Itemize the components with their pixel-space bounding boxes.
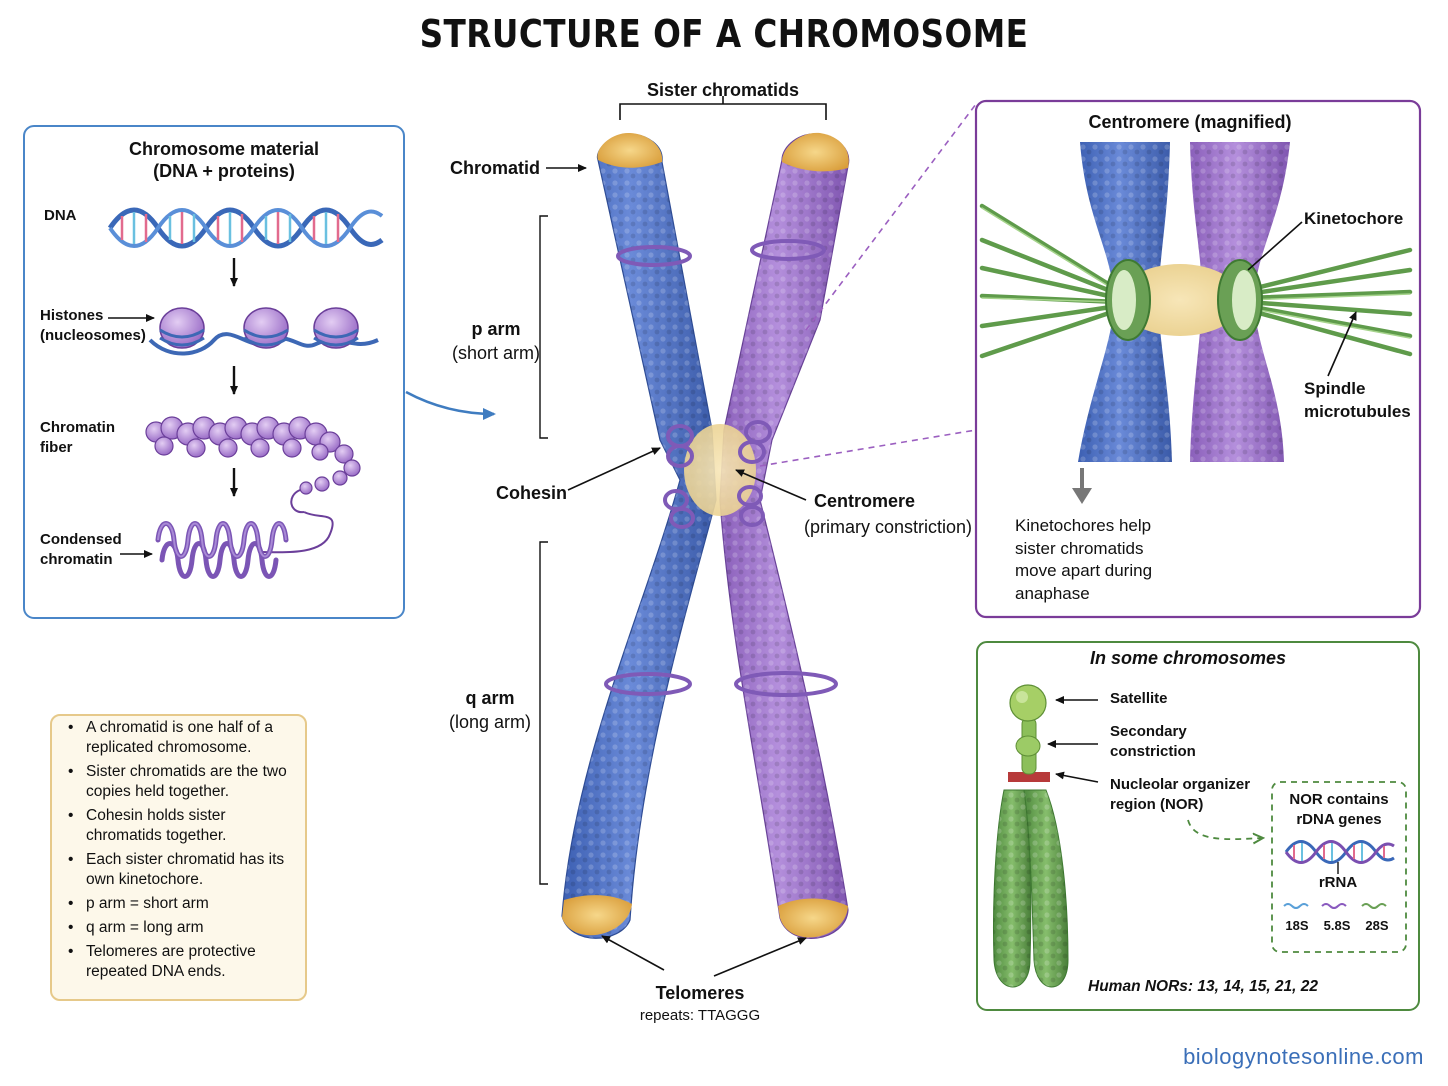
chromatid-label: Chromatid (450, 158, 540, 178)
rrna-28s-label: 28S (1365, 918, 1389, 933)
chromatin-fiber-label: Chromatin fiber (40, 419, 115, 456)
rrna-label: rRNA (1318, 874, 1358, 891)
blue-pointer-arrow (405, 390, 496, 420)
p-arm-sublabel: (short arm) (451, 343, 540, 363)
kinetochore-note: Kinetochores help sister chromatids move… (1015, 516, 1153, 603)
chromatin-fiber-icon (145, 416, 361, 514)
fact-item: Telomeres are protective repeated DNA en… (52, 942, 304, 982)
left-panel-frame (23, 125, 405, 619)
rrna-wave-icons (1283, 903, 1387, 909)
q-arm-label: q arm (465, 688, 515, 708)
centromere-label: Centromere (814, 491, 916, 511)
telomeres-label: Telomeres (655, 983, 745, 1003)
telomere-caps (562, 132, 849, 938)
dna-helix-icon (107, 207, 384, 249)
fact-item: A chromatid is one half of a replicated … (52, 718, 304, 758)
fact-item: Each sister chromatid has its own kineto… (52, 850, 304, 890)
condensed-chromatin-label: Condensed chromatin (40, 531, 122, 568)
kinetochore-label: Kinetochore (1304, 209, 1404, 228)
nor-label: Nucleolar organizer region (NOR) (1110, 776, 1251, 813)
rrna-18s-label: 18S (1285, 918, 1309, 933)
fact-item: Cohesin holds sister chromatids together… (52, 806, 304, 846)
nucleosome-icon (108, 307, 379, 356)
p-arm-label: p arm (471, 319, 521, 339)
rrna-5-8s-label: 5.8S (1323, 918, 1351, 933)
sister-chromatids-label: Sister chromatids (646, 80, 800, 100)
magnified-centromere-art (979, 142, 1413, 462)
fact-item: q arm = long arm (52, 918, 304, 938)
footer-watermark: biologynotesonline.com (1183, 1044, 1424, 1069)
q-arm-sublabel: (long arm) (448, 712, 532, 732)
condensed-chromatin-icon (120, 521, 289, 579)
telomeres-sublabel: repeats: TTAGGG (639, 1007, 761, 1024)
magnify-guide-lines (759, 103, 977, 467)
cohesin-label: Cohesin (496, 483, 568, 503)
some-panel-title: In some chromosomes (1089, 648, 1287, 668)
magnified-pointer-lines (1247, 221, 1357, 377)
facts-list: A chromatid is one half of a replicated … (52, 718, 304, 986)
sister-chromatids-bracket (619, 96, 827, 120)
some-pointer-lines (1047, 696, 1099, 783)
centromere-sublabel: (primary constriction) (804, 517, 973, 537)
rdna-helix-icon (1284, 840, 1395, 874)
center-pointer-lines (546, 164, 807, 977)
blue-chromatid (561, 133, 717, 939)
spindle-microtubules-label: Spindle microtubules (1304, 379, 1411, 421)
nor-box-title: NOR contains rDNA genes (1289, 791, 1389, 828)
satellite-label: Satellite (1110, 690, 1168, 707)
nor-dashed-arrow (1187, 819, 1262, 839)
human-nors-note: Human NORs: 13, 14, 15, 21, 22 (1088, 978, 1319, 995)
left-panel-title: Chromosome material (DNA + proteins) (128, 139, 320, 181)
page-title: STRUCTURE OF A CHROMOSOME (419, 12, 1029, 56)
dna-label: DNA (44, 207, 77, 224)
fact-item: Sister chromatids are the two copies hel… (52, 762, 304, 802)
magnified-panel-title: Centromere (magnified) (1088, 112, 1292, 132)
pq-arm-brackets (539, 215, 548, 885)
nor-info-box (1271, 781, 1407, 953)
fact-item: p arm = short arm (52, 894, 304, 914)
cohesin-rings (604, 239, 838, 697)
satellite-chromosome-art (993, 684, 1069, 988)
secondary-constriction-label: Secondary constriction (1110, 723, 1196, 760)
gray-down-arrow-icon (1072, 468, 1092, 504)
histones-label: Histones (nucleosomes) (40, 307, 146, 344)
dna-tail-icon (261, 511, 334, 554)
